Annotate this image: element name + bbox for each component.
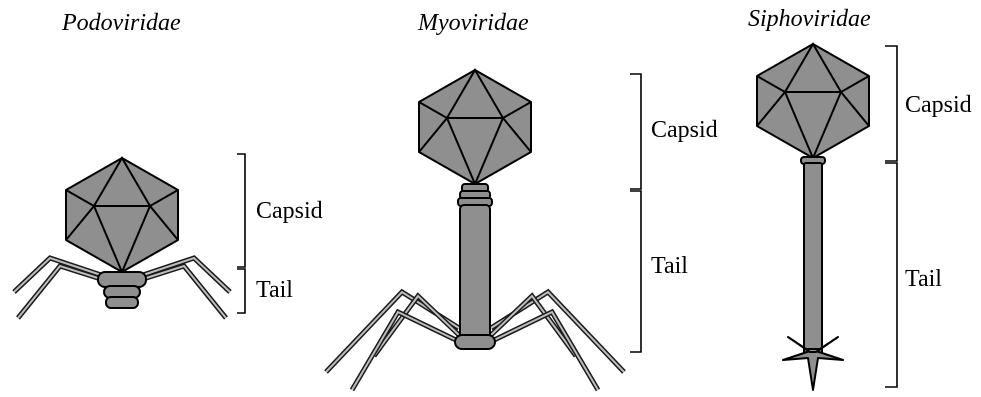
myoviridae-tail-label: Tail bbox=[651, 253, 688, 280]
siphoviridae-tail-label: Tail bbox=[905, 266, 942, 293]
myoviridae-tail bbox=[455, 184, 495, 349]
podoviridae-capsid-bracket bbox=[237, 154, 245, 267]
myoviridae-capsid-bracket bbox=[630, 74, 641, 189]
myoviridae-phage bbox=[326, 70, 641, 390]
siphoviridae-capsid-label: Capsid bbox=[905, 92, 972, 119]
siphoviridae-title: Siphoviridae bbox=[748, 6, 871, 33]
myoviridae-capsid-label: Capsid bbox=[651, 117, 718, 144]
siphoviridae-capsid bbox=[757, 44, 869, 158]
podoviridae-tail-label: Tail bbox=[256, 277, 293, 304]
myoviridae-title: Myoviridae bbox=[418, 10, 529, 37]
podoviridae-capsid-label: Capsid bbox=[256, 198, 323, 225]
siphoviridae-phage bbox=[757, 44, 897, 390]
podoviridae-title: Podoviridae bbox=[62, 10, 181, 37]
podoviridae-phage bbox=[14, 154, 245, 318]
siphoviridae-tail-bracket bbox=[885, 163, 897, 387]
podoviridae-capsid bbox=[66, 158, 178, 272]
podoviridae-tail bbox=[98, 272, 146, 308]
myoviridae-capsid bbox=[419, 70, 531, 184]
podoviridae-tail-bracket bbox=[237, 269, 245, 313]
siphoviridae-tail-spikes bbox=[783, 350, 843, 390]
myoviridae-tail-bracket bbox=[630, 191, 641, 352]
siphoviridae-capsid-bracket bbox=[885, 46, 897, 161]
siphoviridae-tail bbox=[783, 157, 843, 390]
